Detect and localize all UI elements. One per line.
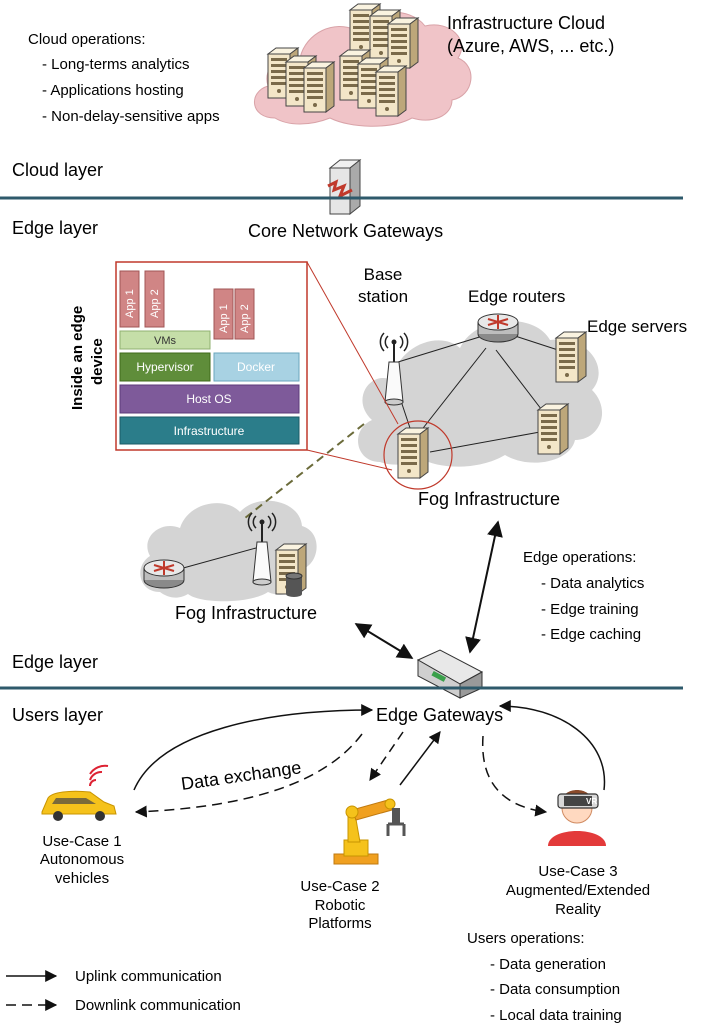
infrastructure-label: Infrastructure [174,424,245,438]
cloud-layer-label: Cloud layer [12,160,103,180]
fog-small-link [175,547,257,571]
zoom-highlight-circle [383,420,453,490]
legend-uplink-label: Uplink communication [75,968,222,985]
cloud-operations-title: Cloud operations: [28,31,146,48]
uc1-label-line3: vehicles [55,870,109,887]
edge-operation-3: - Edge caching [541,626,641,643]
fog-server-icon [397,427,429,479]
users-operation-1: - Data generation [490,956,606,973]
edge-operation-1: - Data analytics [541,575,644,592]
edge-server-icon-1 [555,331,587,383]
edge-operations-title: Edge operations: [523,549,636,566]
host-os-label: Host OS [186,392,231,406]
infrastructure-cloud-subtitle: (Azure, AWS, ... etc.) [447,36,614,56]
app2-label: App 2 [149,289,161,318]
vr-text: VR [586,797,597,806]
base-station-label-line1: Base [364,265,403,284]
edge-gateway-icon [416,649,484,699]
users-operations-title: Users operations: [467,930,585,947]
edge-device-title-line2: device [89,338,106,385]
edge-layer-label-bottom: Edge layer [12,652,98,672]
fog-infrastructure-main-label: Fog Infrastructure [418,489,560,509]
uc1-downlink-arrow [134,733,363,818]
edge-layer-label-top: Edge layer [12,218,98,238]
uc2-label-line1: Use-Case 2 [300,878,379,895]
edge-router-icon [477,313,519,343]
base-station-label-line2: station [358,287,408,306]
data-exchange-label: Data exchange [180,757,303,794]
cloud-operation-1: - Long-terms analytics [42,56,190,73]
core-network-gateways-label: Core Network Gateways [248,221,443,241]
legend-downlink-label: Downlink communication [75,997,241,1014]
edge-server-icon-2 [537,403,569,455]
infrastructure-cloud-title: Infrastructure Cloud [447,13,605,33]
edge-operation-2: - Edge training [541,601,639,618]
uc2-label-line2: Robotic [315,897,366,914]
uc1-label-line2: Autonomous [40,851,124,868]
edge-device-zoom-box: App 1 App 2 App 1 App 2 VMs Hypervisor D… [115,261,399,471]
vms-label: VMs [154,335,177,347]
uc1-label-line1: Use-Case 1 [42,833,121,850]
uc2-label-line3: Platforms [308,915,371,932]
app1-label: App 1 [124,289,136,318]
database-icon [285,572,303,597]
uc3-label-line3: Reality [555,901,601,918]
uc1-uplink-arrow [133,704,374,791]
edge-servers-label: Edge servers [587,317,687,336]
uc3-label-line1: Use-Case 3 [538,863,617,880]
container-app1-label: App 1 [218,304,230,333]
uc3-downlink-arrow [481,735,548,817]
autonomous-car-icon [41,764,117,821]
users-operation-3: - Local data training [490,1007,622,1024]
fog-infrastructure-small-label: Fog Infrastructure [175,603,317,623]
fog-gateway-arrow [354,623,414,659]
cloud-operation-2: - Applications hosting [42,82,184,99]
uc3-uplink-arrow [498,700,606,791]
hypervisor-label: Hypervisor [136,360,193,374]
uc2-uplink-arrow [399,731,441,786]
uc3-label-line2: Augmented/Extended [506,882,650,899]
cloud-server-cluster [267,3,419,117]
container-app2-label: App 2 [239,304,251,333]
users-operation-2: - Data consumption [490,981,620,998]
edge-gateways-label: Edge Gateways [376,705,503,725]
users-layer-label: Users layer [12,705,103,725]
vr-headset-user-icon: VR [548,790,606,846]
edge-routers-label: Edge routers [468,287,565,306]
robotic-arm-icon [333,798,406,865]
cloud-operation-3: - Non-delay-sensitive apps [42,108,220,125]
docker-label: Docker [237,360,275,374]
gateway-fog-main-arrow [465,520,503,654]
core-network-gateway-icon [327,158,362,216]
fog-router-icon [143,559,185,589]
edge-device-title-line1: Inside an edge [69,306,86,410]
uc2-downlink-arrow [369,731,404,781]
